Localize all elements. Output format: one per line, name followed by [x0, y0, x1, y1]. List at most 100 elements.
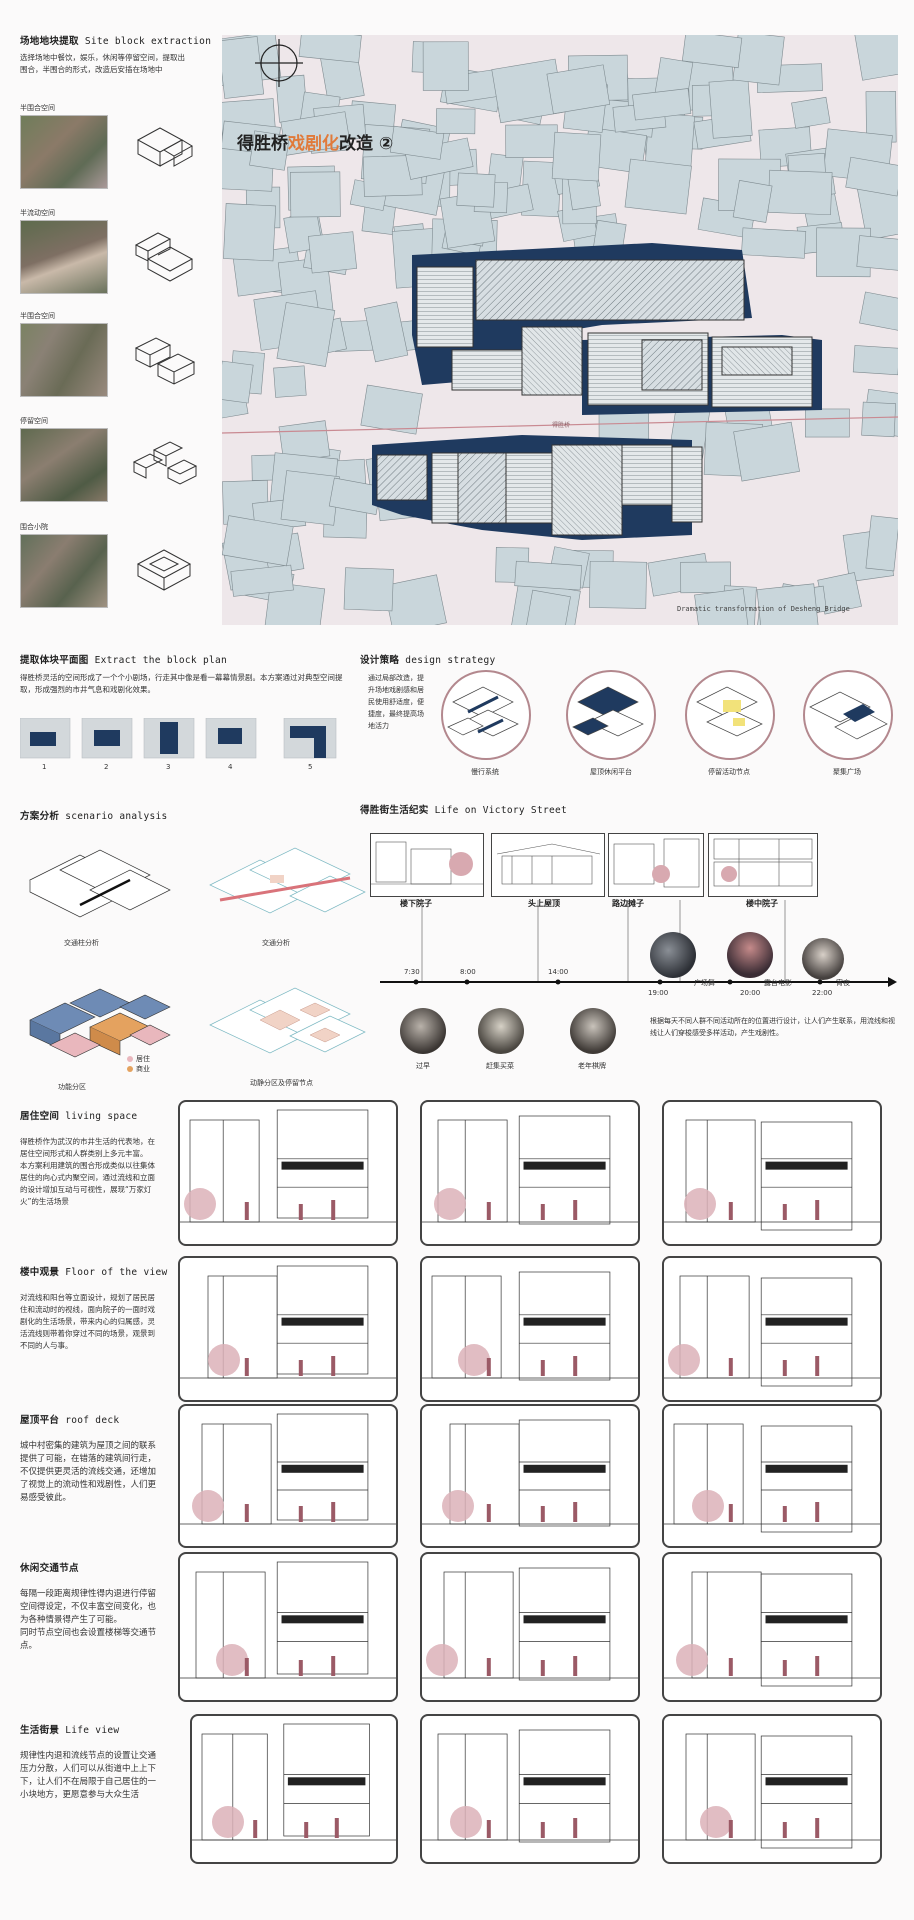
event-label: 广场舞	[694, 979, 715, 987]
block-number: 4	[228, 763, 233, 771]
perspective-sketch	[178, 1552, 398, 1702]
building-roof	[360, 384, 423, 435]
building-roof	[263, 581, 326, 625]
building-roof	[741, 227, 807, 259]
strategy-circle-4	[803, 670, 893, 760]
section-title: 休闲交通节点	[20, 1560, 85, 1574]
site-item-label: 围合小院	[20, 523, 48, 531]
life-frame	[708, 833, 818, 897]
building-roof	[845, 156, 898, 197]
sketch-drawing	[180, 1265, 396, 1379]
sketch-drawing	[664, 1423, 880, 1533]
building-roof	[694, 588, 751, 625]
time-label: 14:00	[548, 968, 569, 976]
building-roof	[290, 171, 341, 218]
scenario-diagram-1	[29, 849, 171, 918]
building-roof	[422, 41, 469, 91]
sketch-drawing	[422, 1271, 638, 1381]
time-label: 7:30	[404, 968, 420, 976]
perspective-sketch	[420, 1100, 640, 1246]
time-label: 20:00	[740, 989, 761, 997]
section-desc: 对流线和阳台等立面设计，规划了居民居住和流动时的视线，面向院子的一面时戏剧化的生…	[20, 1293, 155, 1350]
section-title-zh: 生活街景	[20, 1725, 60, 1736]
section-title-en: roof deck	[65, 1415, 120, 1426]
building-roof	[308, 231, 358, 274]
time-label: 8:00	[460, 968, 476, 976]
block-number: 2	[104, 763, 109, 771]
sketch-drawing	[422, 1729, 638, 1843]
road-line	[222, 416, 898, 434]
building-roof	[733, 421, 800, 482]
building-roof	[767, 169, 833, 216]
building-roof	[680, 561, 731, 594]
building-roof	[249, 130, 290, 171]
life-desc: 根据每天不同人群不同活动所在的位置进行设计，让人们产生联系，用流线和视线让人们穿…	[650, 1017, 895, 1037]
building-roof	[230, 564, 294, 597]
perspective-sketch	[420, 1714, 640, 1864]
site-plan: 得胜桥戏剧化改造 ② 得胜桥 Dramatic transformation o…	[222, 35, 898, 625]
building-roof	[589, 560, 647, 609]
scenario-label: 交通分析	[262, 939, 290, 947]
perspective-sketch	[662, 1552, 882, 1702]
building-roof	[708, 78, 753, 139]
aerial-photo	[20, 220, 108, 294]
building-roof	[343, 567, 394, 612]
strategy-label: 聚集广场	[833, 768, 861, 776]
road-label: 得胜桥	[552, 422, 571, 429]
hero-title: 得胜桥戏剧化改造 ②	[237, 134, 394, 154]
perspective-sketch	[420, 1256, 640, 1402]
building-roof	[632, 88, 692, 121]
event-photo	[727, 932, 773, 978]
sketch-drawing	[664, 1275, 880, 1387]
aerial-photo	[20, 534, 108, 608]
life-frame-label: 头上屋顶	[528, 899, 560, 908]
life-frame	[491, 833, 605, 897]
event-label: 露台电影	[764, 979, 792, 987]
event-label: 宵夜	[836, 979, 850, 987]
site-item-label: 半围合空间	[20, 104, 55, 112]
building-roof	[222, 36, 265, 99]
scenario-diagram-3	[29, 988, 171, 1072]
strategy-circle-1	[441, 670, 531, 760]
building-roof	[681, 35, 743, 69]
event-label: 赶集买菜	[486, 1062, 514, 1070]
perspective-sketch	[662, 1256, 882, 1402]
block-number: 5	[308, 763, 313, 771]
timeline	[380, 900, 897, 987]
aerial-photo	[20, 428, 108, 502]
hero-caption: Dramatic transformation of Desheng Bridg…	[677, 605, 850, 613]
life-frame-label: 楼中院子	[746, 899, 778, 908]
building-roof	[389, 125, 445, 160]
block-axon-4	[132, 441, 198, 485]
perspective-sketch	[420, 1404, 640, 1548]
perspective-sketch	[178, 1256, 398, 1402]
section-title-zh: 屋顶平台	[20, 1415, 60, 1426]
site-desc: 选择场地中餐饮，娱乐，休闲等停留空间，提取出围合，半围合的形式，改造后安插在场地…	[20, 53, 185, 74]
sketch-drawing	[192, 1723, 396, 1841]
event-label: 老年棋牌	[578, 1062, 606, 1070]
perspective-sketch	[420, 1552, 640, 1702]
building-roof	[222, 360, 254, 404]
site-item-label: 半围合空间	[20, 312, 55, 320]
time-label: 22:00	[812, 989, 833, 997]
sketch-drawing	[664, 1733, 880, 1849]
building-roof	[865, 515, 898, 572]
building-roof	[456, 172, 496, 208]
block-plan-diagrams	[20, 718, 337, 759]
block-axon-5	[136, 549, 192, 591]
life-frame-label: 楼下院子	[400, 899, 432, 908]
building-roof	[223, 203, 277, 262]
building-roof	[276, 302, 336, 367]
section-title-en: Life view	[65, 1725, 120, 1736]
section-title-en: living space	[65, 1111, 138, 1122]
building-roof	[514, 560, 583, 591]
building-roof	[861, 401, 896, 438]
section-desc: 规律性内退和流线节点的设置让交通压力分散，人们可以从街道中上上下下，让人们不在局…	[20, 1751, 157, 1800]
block-axon-2	[134, 232, 194, 282]
building-roof	[756, 583, 820, 625]
legend-commercial: 商业	[136, 1065, 150, 1073]
